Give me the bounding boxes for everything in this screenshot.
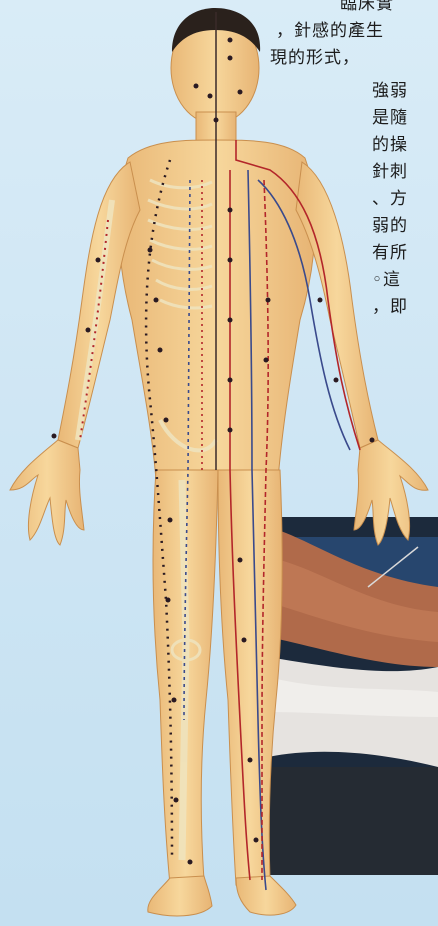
body-silhouette xyxy=(10,12,428,916)
